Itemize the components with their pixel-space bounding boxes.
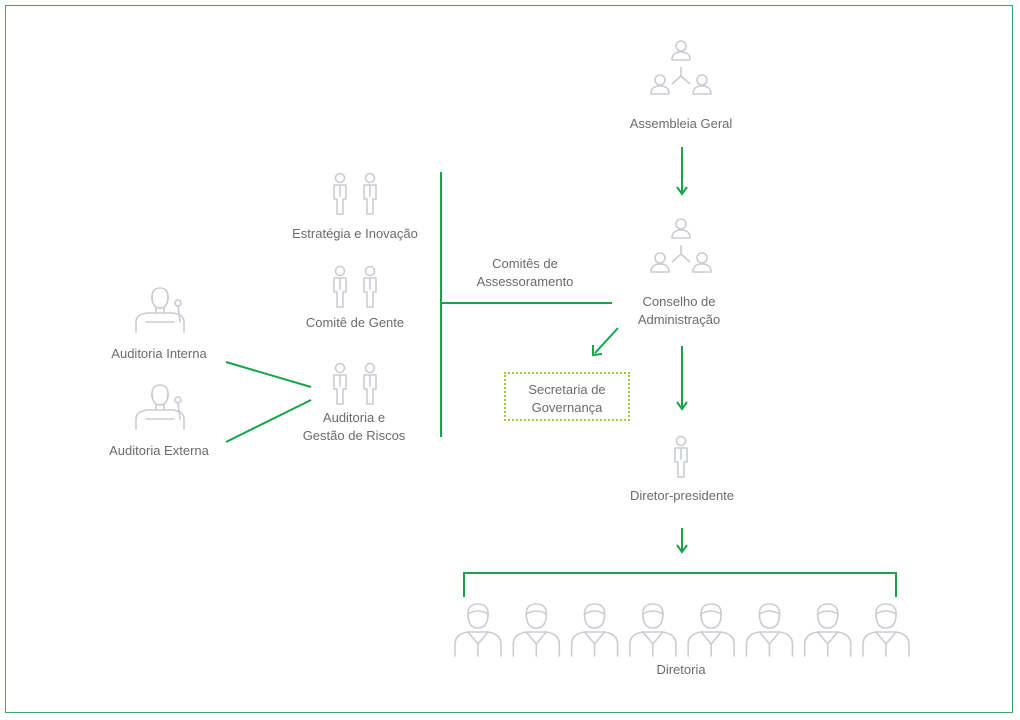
secretaria-label: Secretaria de Governança <box>506 381 628 417</box>
assembleia-label: Assembleia Geral <box>630 115 733 133</box>
diretoria-label: Diretoria <box>656 661 705 679</box>
diretoria-executive-icon <box>512 603 561 657</box>
diretoria-executive-icon <box>862 603 910 657</box>
connector-lines <box>225 147 897 597</box>
connector-interna-riscos <box>225 361 312 388</box>
secretaria-label-line1: Secretaria de <box>528 382 606 397</box>
diretoria-executive-icon <box>687 603 735 657</box>
connector-externa-riscos <box>225 399 312 443</box>
diretoria-executive-icon <box>745 603 794 657</box>
estrategia-label-text: Estratégia e Inovação <box>292 226 418 241</box>
conselho-label-line2: Administração <box>637 312 721 327</box>
icons <box>135 41 910 657</box>
auditoria-riscos-label-line1: Auditoria e <box>322 410 386 425</box>
diretoria-executive-icon <box>454 603 502 657</box>
auditoria-interna-speaker-icon <box>135 287 185 333</box>
assembleia-label-text: Assembleia Geral <box>629 116 733 131</box>
secretaria-box: Secretaria de Governança <box>504 372 630 421</box>
comites-label: Comitês de Assessoramento <box>477 255 574 291</box>
auditoria-externa-speaker-icon <box>135 384 185 430</box>
secretaria-label-line2: Governança <box>531 400 603 415</box>
diretoria-executive-icons <box>454 603 910 657</box>
diretor-person-icon <box>674 435 688 478</box>
estrategia-person-icon <box>333 172 347 215</box>
conselho-label: Conselho de Administração <box>638 293 720 329</box>
diretoria-executive-icon <box>629 603 677 657</box>
arrowhead <box>592 345 603 357</box>
diretoria-executive-icon <box>803 603 852 657</box>
auditoria-interna-label: Auditoria Interna <box>111 345 206 363</box>
estrategia-person-icon <box>363 172 377 215</box>
diretoria-bracket <box>463 572 897 597</box>
riscos-person-icon <box>333 362 347 405</box>
arrowhead <box>676 544 688 554</box>
assembleia-group-icon <box>651 41 711 94</box>
arrowhead <box>676 401 688 411</box>
arrowhead <box>676 186 688 196</box>
auditoria-externa-label: Auditoria Externa <box>109 442 209 460</box>
auditoria-interna-label-text: Auditoria Interna <box>111 346 207 361</box>
diretor-label: Diretor-presidente <box>630 487 734 505</box>
gente-person-icon <box>333 265 347 308</box>
gente-label-text: Comitê de Gente <box>305 315 405 330</box>
diretoria-executive-icon <box>570 603 619 657</box>
comites-label-line2: Assessoramento <box>476 274 574 289</box>
auditoria-externa-label-text: Auditoria Externa <box>109 443 209 458</box>
diagram-frame <box>5 5 1013 713</box>
conselho-label-line1: Conselho de <box>642 294 716 309</box>
connector-conselho-secretaria <box>594 327 619 354</box>
auditoria-riscos-label: Auditoria e Gestão de Riscos <box>303 409 406 445</box>
riscos-person-icon <box>363 362 377 405</box>
gente-label: Comitê de Gente <box>306 314 404 332</box>
estrategia-label: Estratégia e Inovação <box>292 225 418 243</box>
conselho-group-icon <box>651 219 711 272</box>
gente-person-icon <box>363 265 377 308</box>
comites-label-line1: Comitês de <box>492 256 558 271</box>
diretor-label-text: Diretor-presidente <box>629 488 735 503</box>
auditoria-riscos-label-line2: Gestão de Riscos <box>302 428 406 443</box>
diretoria-label-text: Diretoria <box>656 662 706 677</box>
